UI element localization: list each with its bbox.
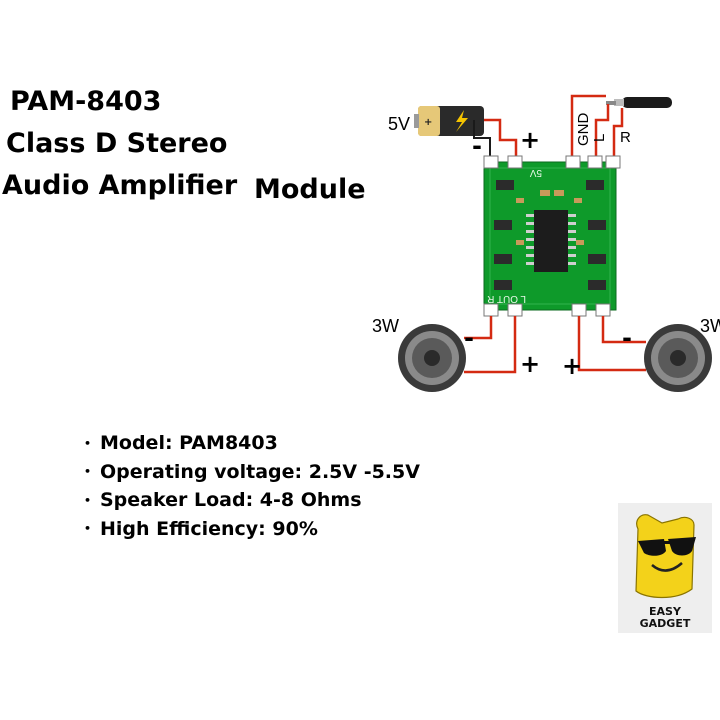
board-top-silkscreen: 5V [529,167,542,178]
audio-jack-icon [606,97,672,108]
svg-text:+: + [424,117,432,128]
l-label: L [591,134,608,142]
title-line-2: Class D Stereo [6,128,228,159]
left-plus-sign: + [520,350,540,378]
easy-gadget-logo: EASY GADGET [618,503,712,633]
r-label: R [620,129,631,146]
left-speaker-label: 3W [372,316,399,336]
spec-item: •High Efficiency: 90% [84,517,318,540]
spec-item: •Model: PAM8403 [84,432,278,454]
logo-line-1: EASY [649,605,682,618]
amplifier-board: 5V L OUT R [483,155,621,317]
speaker-wires [464,316,646,374]
spec-item: •Speaker Load: 4-8 Ohms [84,489,362,511]
right-speaker-icon [644,324,712,392]
right-speaker-label: 3W [700,316,720,336]
power-label: 5V [388,114,410,134]
power-wires [473,118,518,162]
left-minus-sign: - [464,324,474,352]
battery-icon: + [414,106,484,136]
power-minus-sign: - [472,132,482,160]
spec-list: •Model: PAM8403 •Operating voltage: 2.5V… [84,429,420,543]
right-minus-sign: - [622,324,632,352]
right-plus-sign: + [562,352,582,380]
logo-line-2: GADGET [640,617,691,630]
title-line-3: Audio Amplifier [2,170,238,201]
wiring-diagram: + 5V - + GND L R [372,94,720,392]
spec-item: •Operating voltage: 2.5V -5.5V [84,460,420,483]
power-plus-sign: + [520,126,540,154]
title-line-1: PAM-8403 [10,86,162,117]
gnd-label: GND [575,113,592,147]
left-speaker-icon [398,324,466,392]
board-bottom-silkscreen: L OUT R [487,293,526,304]
input-wires [570,94,624,162]
title-line-3-module: Module [254,174,366,205]
